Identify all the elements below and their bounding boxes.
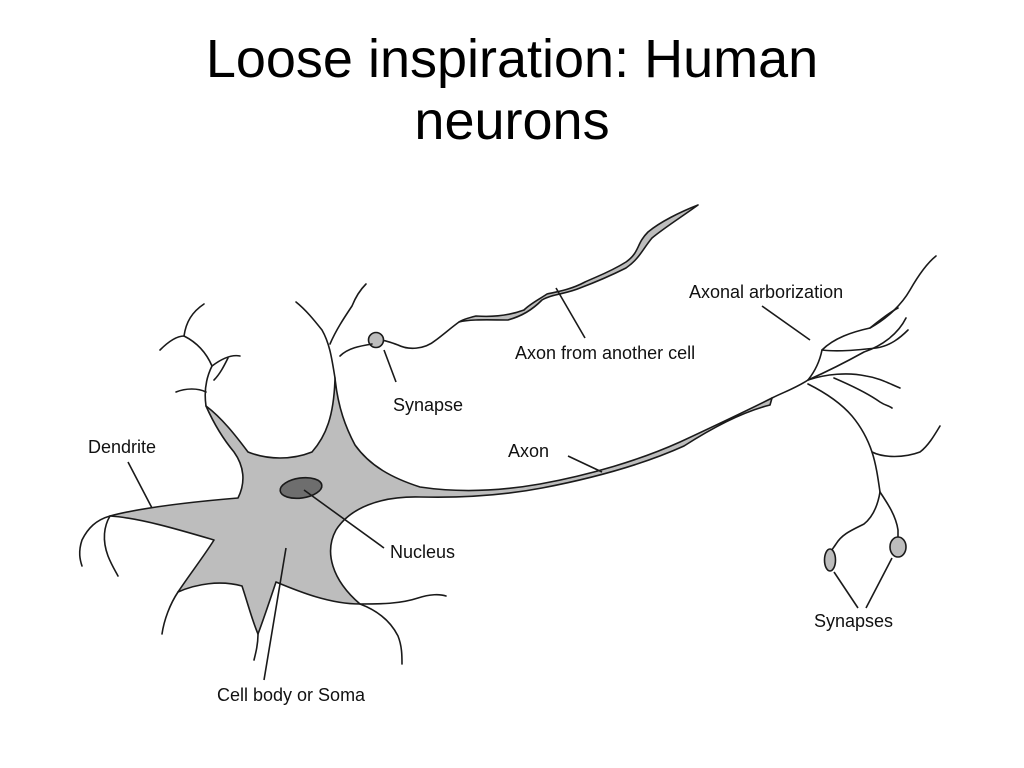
title-line-1: Loose inspiration: Human — [205, 29, 819, 89]
label-axonal-arborization: Axonal arborization — [689, 282, 843, 302]
axonal-arborization — [771, 255, 941, 555]
label-cell-body: Cell body or Soma — [217, 685, 366, 705]
label-axon: Axon — [508, 441, 549, 461]
incoming-axon — [458, 204, 699, 323]
synapse-terminal-right — [889, 536, 907, 558]
synapse-terminal-left — [823, 548, 837, 572]
leader-lines — [127, 287, 893, 681]
label-synapses: Synapses — [814, 611, 893, 631]
dendrites — [78, 283, 447, 665]
nucleus — [279, 476, 323, 500]
label-nucleus: Nucleus — [390, 542, 455, 562]
label-axon-from-another-cell: Axon from another cell — [515, 343, 695, 363]
slide-title: Loose inspiration: Human neurons — [0, 28, 1024, 152]
incoming-axon-end — [379, 321, 460, 350]
label-dendrite: Dendrite — [88, 437, 156, 457]
label-synapse: Synapse — [393, 395, 463, 415]
title-line-2: neurons — [414, 91, 610, 151]
synapse-bulb — [367, 331, 385, 349]
